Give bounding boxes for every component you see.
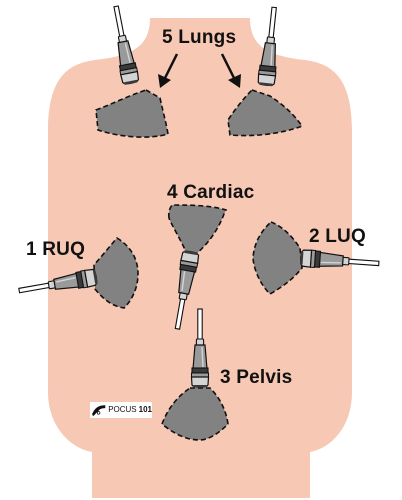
- cardiac-probe: [174, 250, 200, 330]
- luq-scan-field: [252, 221, 303, 295]
- lungs-label: 5 Lungs: [162, 27, 237, 48]
- lung-left-arrow: [158, 53, 179, 88]
- pelvis-label: 3 Pelvis: [220, 367, 293, 388]
- lung-left-probe: [113, 5, 140, 85]
- cardiac-label: 4 Cardiac: [167, 182, 255, 203]
- lung-left-scan-field: [95, 89, 169, 138]
- pelvis-probe: [190, 308, 210, 388]
- ruq-label: 1 RUQ: [26, 239, 86, 260]
- ruq-probe: [18, 268, 98, 294]
- torso-silhouette: [48, 18, 352, 498]
- lung-right-arrow: [220, 53, 241, 88]
- lung-right-scan-field: [227, 89, 304, 137]
- pelvis-scan-field: [161, 387, 229, 441]
- lung-right-probe: [257, 6, 277, 87]
- cardiac-scan-field: [167, 204, 228, 255]
- probe-logo-icon: [91, 405, 106, 417]
- luq-label: 2 LUQ: [309, 226, 366, 247]
- ruq-scan-field: [93, 236, 139, 309]
- luq-probe: [299, 249, 380, 268]
